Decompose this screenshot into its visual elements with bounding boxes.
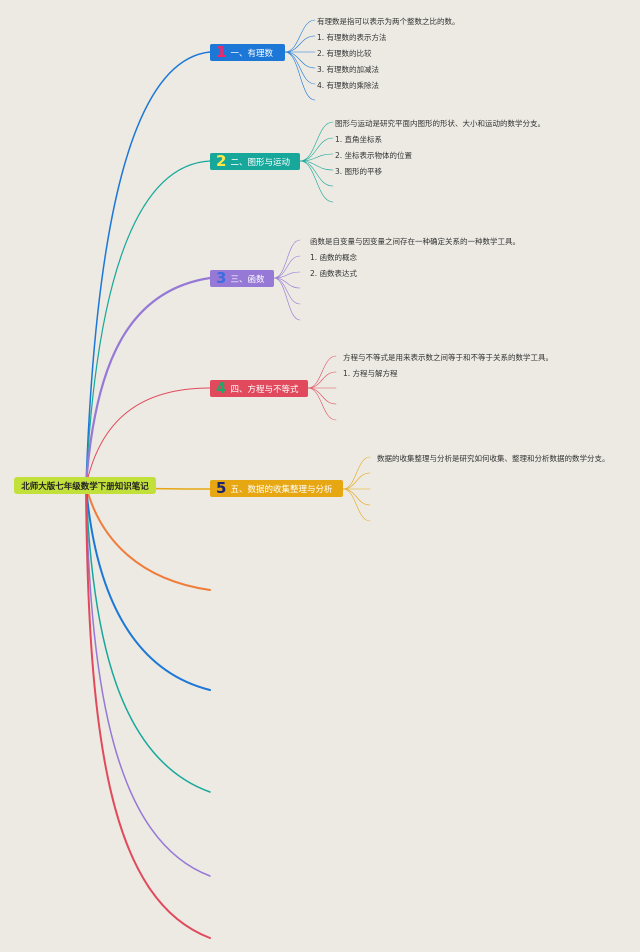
leaf-text[interactable]: 数据的收集整理与分析是研究如何收集、整理和分析数据的数学分支。 <box>377 454 610 463</box>
leaf-text[interactable]: 有理数是指可以表示为两个整数之比的数。 <box>317 17 460 26</box>
leaf-text[interactable]: 3. 图形的平移 <box>335 167 383 176</box>
branch-number: 4 <box>216 379 227 397</box>
leaf-text[interactable]: 3. 有理数的加减法 <box>317 65 380 74</box>
leaf-connector <box>299 160 334 203</box>
leaf-connector <box>307 387 337 405</box>
branch-label: 四、方程与不等式 <box>230 384 299 395</box>
leaf-text[interactable]: 1. 直角坐标系 <box>335 135 383 144</box>
branch-rational-numbers[interactable]: 1 一、有理数 <box>210 44 285 61</box>
leaf-connector <box>273 277 301 305</box>
leaf-connector <box>284 35 316 53</box>
leaf-connector <box>284 19 316 53</box>
branch-label: 三、函数 <box>230 274 265 285</box>
leaf-text[interactable]: 图形与运动是研究平面内图形的形状、大小和运动的数学分支。 <box>335 119 545 128</box>
root-topic-label: 北师大版七年级数学下册知识笔记 <box>21 481 149 492</box>
leaf-connector <box>307 387 337 421</box>
main-connector <box>85 51 211 487</box>
empty-branch-connector <box>85 485 211 877</box>
leaf-text[interactable]: 2. 坐标表示物体的位置 <box>335 151 413 160</box>
root-topic[interactable]: 北师大版七年级数学下册知识笔记 <box>14 477 156 494</box>
leaf-connector <box>273 271 301 279</box>
branch-shapes-motion[interactable]: 2 二、图形与运动 <box>210 153 300 170</box>
leaf-connector <box>284 51 316 101</box>
leaf-text[interactable]: 函数是自变量与因变量之间存在一种确定关系的一种数学工具。 <box>310 237 520 246</box>
leaf-text[interactable]: 2. 函数表达式 <box>310 269 358 278</box>
leaf-text[interactable]: 1. 方程与解方程 <box>343 369 398 378</box>
leaf-connector <box>284 51 316 85</box>
leaf-connector <box>284 51 316 69</box>
leaf-connector <box>273 255 301 279</box>
leaf-connector <box>342 456 371 490</box>
leaf-text[interactable]: 4. 有理数的乘除法 <box>317 81 380 90</box>
leaf-connector <box>299 153 334 162</box>
empty-branch-connector <box>85 485 211 793</box>
leaf-connector <box>299 137 334 162</box>
main-connector <box>85 387 211 487</box>
leaf-connector <box>299 121 334 162</box>
branch-label: 五、数据的收集整理与分析 <box>230 484 333 495</box>
leaf-connector <box>342 472 371 490</box>
branch-data-analysis[interactable]: 5 五、数据的收集整理与分析 <box>210 480 343 497</box>
main-connector <box>84 276 212 488</box>
leaf-text[interactable]: 2. 有理数的比较 <box>317 49 372 58</box>
branch-number: 1 <box>216 43 227 61</box>
empty-branch-connector <box>85 485 211 591</box>
leaf-connector <box>307 371 337 389</box>
leaf-text[interactable]: 1. 有理数的表示方法 <box>317 33 387 42</box>
branch-equations-inequalities[interactable]: 4 四、方程与不等式 <box>210 380 308 397</box>
branch-number: 3 <box>216 269 227 287</box>
leaf-text[interactable]: 方程与不等式是用来表示数之间等于和不等于关系的数学工具。 <box>343 353 553 362</box>
leaf-text[interactable]: 1. 函数的概念 <box>310 253 358 262</box>
leaf-connector <box>307 355 337 389</box>
empty-branch-connector <box>85 485 211 691</box>
empty-branch-connector <box>85 485 211 939</box>
branch-label: 二、图形与运动 <box>230 157 290 168</box>
branch-number: 5 <box>216 479 227 497</box>
leaf-connector <box>273 277 301 321</box>
branch-functions[interactable]: 3 三、函数 <box>210 270 274 287</box>
leaf-connector <box>342 488 371 506</box>
leaf-connector <box>342 488 371 522</box>
branch-label: 一、有理数 <box>230 48 273 59</box>
main-connector <box>85 160 211 487</box>
branch-number: 2 <box>216 152 227 170</box>
